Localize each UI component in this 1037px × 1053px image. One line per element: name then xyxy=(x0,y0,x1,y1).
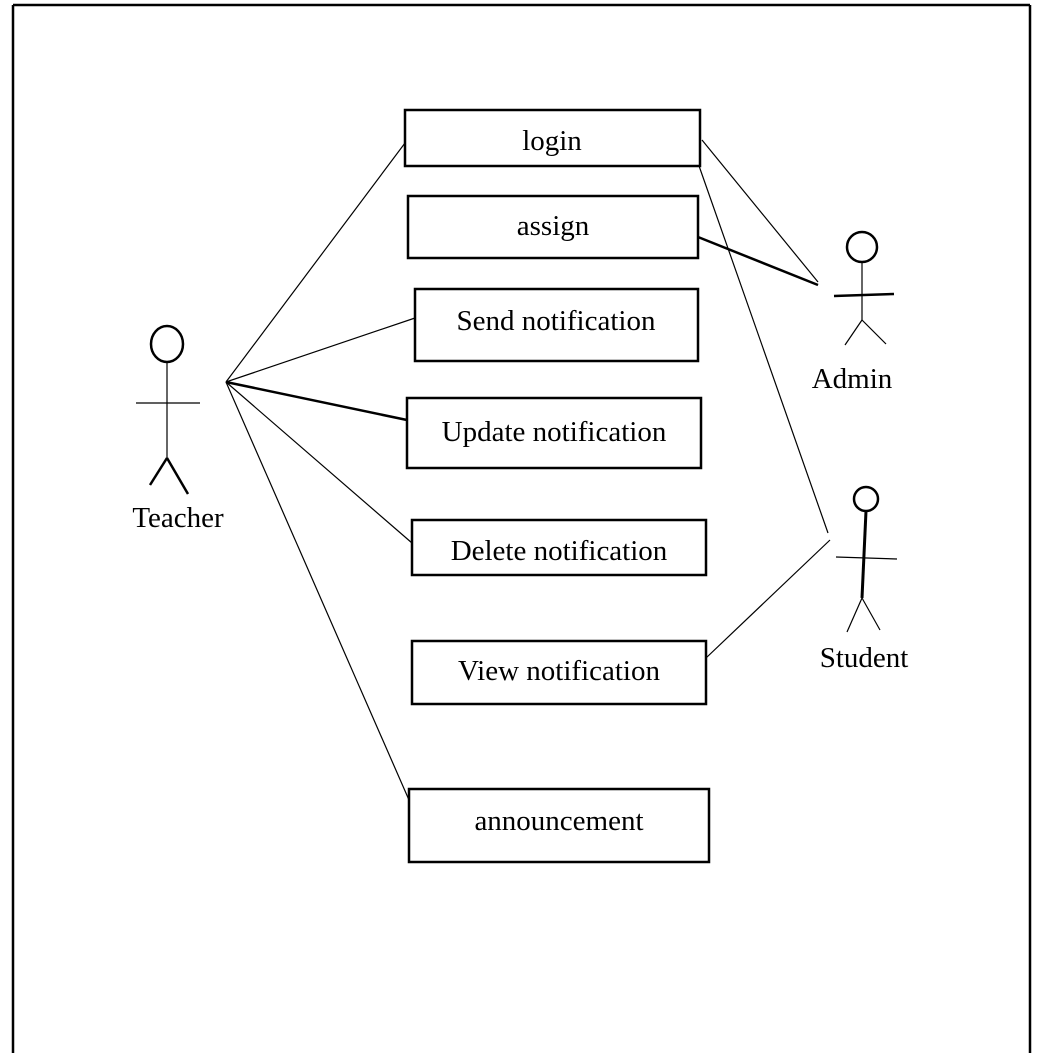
use-case-login-label: login xyxy=(522,125,582,157)
use-cases: login assign Send notification Update no… xyxy=(403,108,711,864)
actor-student-label: Student xyxy=(820,642,909,674)
use-case-view-notification: View notification xyxy=(410,639,708,706)
use-case-view-notification-label: View notification xyxy=(458,655,661,687)
assoc-teacher-login xyxy=(225,142,406,383)
use-case-login: login xyxy=(403,108,702,168)
use-case-assign: assign xyxy=(406,194,700,260)
use-case-update-notification: Update notification xyxy=(405,396,703,470)
assoc-teacher-delete-notification xyxy=(225,381,413,544)
actor-student-arms xyxy=(835,556,898,560)
actor-teacher-head xyxy=(149,324,185,364)
actor-teacher-label: Teacher xyxy=(132,502,224,534)
assoc-teacher-update-notification xyxy=(225,380,408,422)
assoc-student-login xyxy=(697,162,829,534)
actor-student-right-leg xyxy=(861,597,881,631)
assoc-admin-login xyxy=(701,139,819,283)
use-case-announcement-label: announcement xyxy=(474,805,643,837)
assoc-teacher-announcement xyxy=(225,381,410,801)
use-case-assign-label: assign xyxy=(517,210,590,242)
use-case-delete-notification: Delete notification xyxy=(410,518,708,577)
assoc-student-view-notification xyxy=(705,539,831,659)
use-case-delete-notification-label: Delete notification xyxy=(451,535,668,567)
actor-student-body xyxy=(860,510,868,599)
actor-admin: Admin xyxy=(812,230,895,395)
use-case-update-notification-label: Update notification xyxy=(442,416,667,448)
actor-admin-right-leg xyxy=(861,319,887,345)
use-case-announcement: announcement xyxy=(407,787,711,864)
actor-admin-arms xyxy=(833,292,895,298)
actor-student-head xyxy=(852,485,880,513)
diagram-frame xyxy=(11,3,1032,1053)
actor-teacher-right-leg xyxy=(165,457,190,495)
assoc-teacher-send-notification xyxy=(225,317,416,383)
actor-student: Student xyxy=(820,485,909,674)
associations xyxy=(225,139,831,801)
assoc-admin-assign xyxy=(697,235,819,287)
actor-teacher: Teacher xyxy=(132,324,224,534)
use-case-send-notification: Send notification xyxy=(413,287,700,363)
actor-admin-left-leg xyxy=(844,319,863,346)
actor-student-left-leg xyxy=(846,597,863,633)
actor-admin-label: Admin xyxy=(812,363,893,395)
actor-admin-head xyxy=(845,230,879,264)
actor-teacher-left-leg xyxy=(148,457,169,486)
use-case-send-notification-label: Send notification xyxy=(457,305,656,337)
